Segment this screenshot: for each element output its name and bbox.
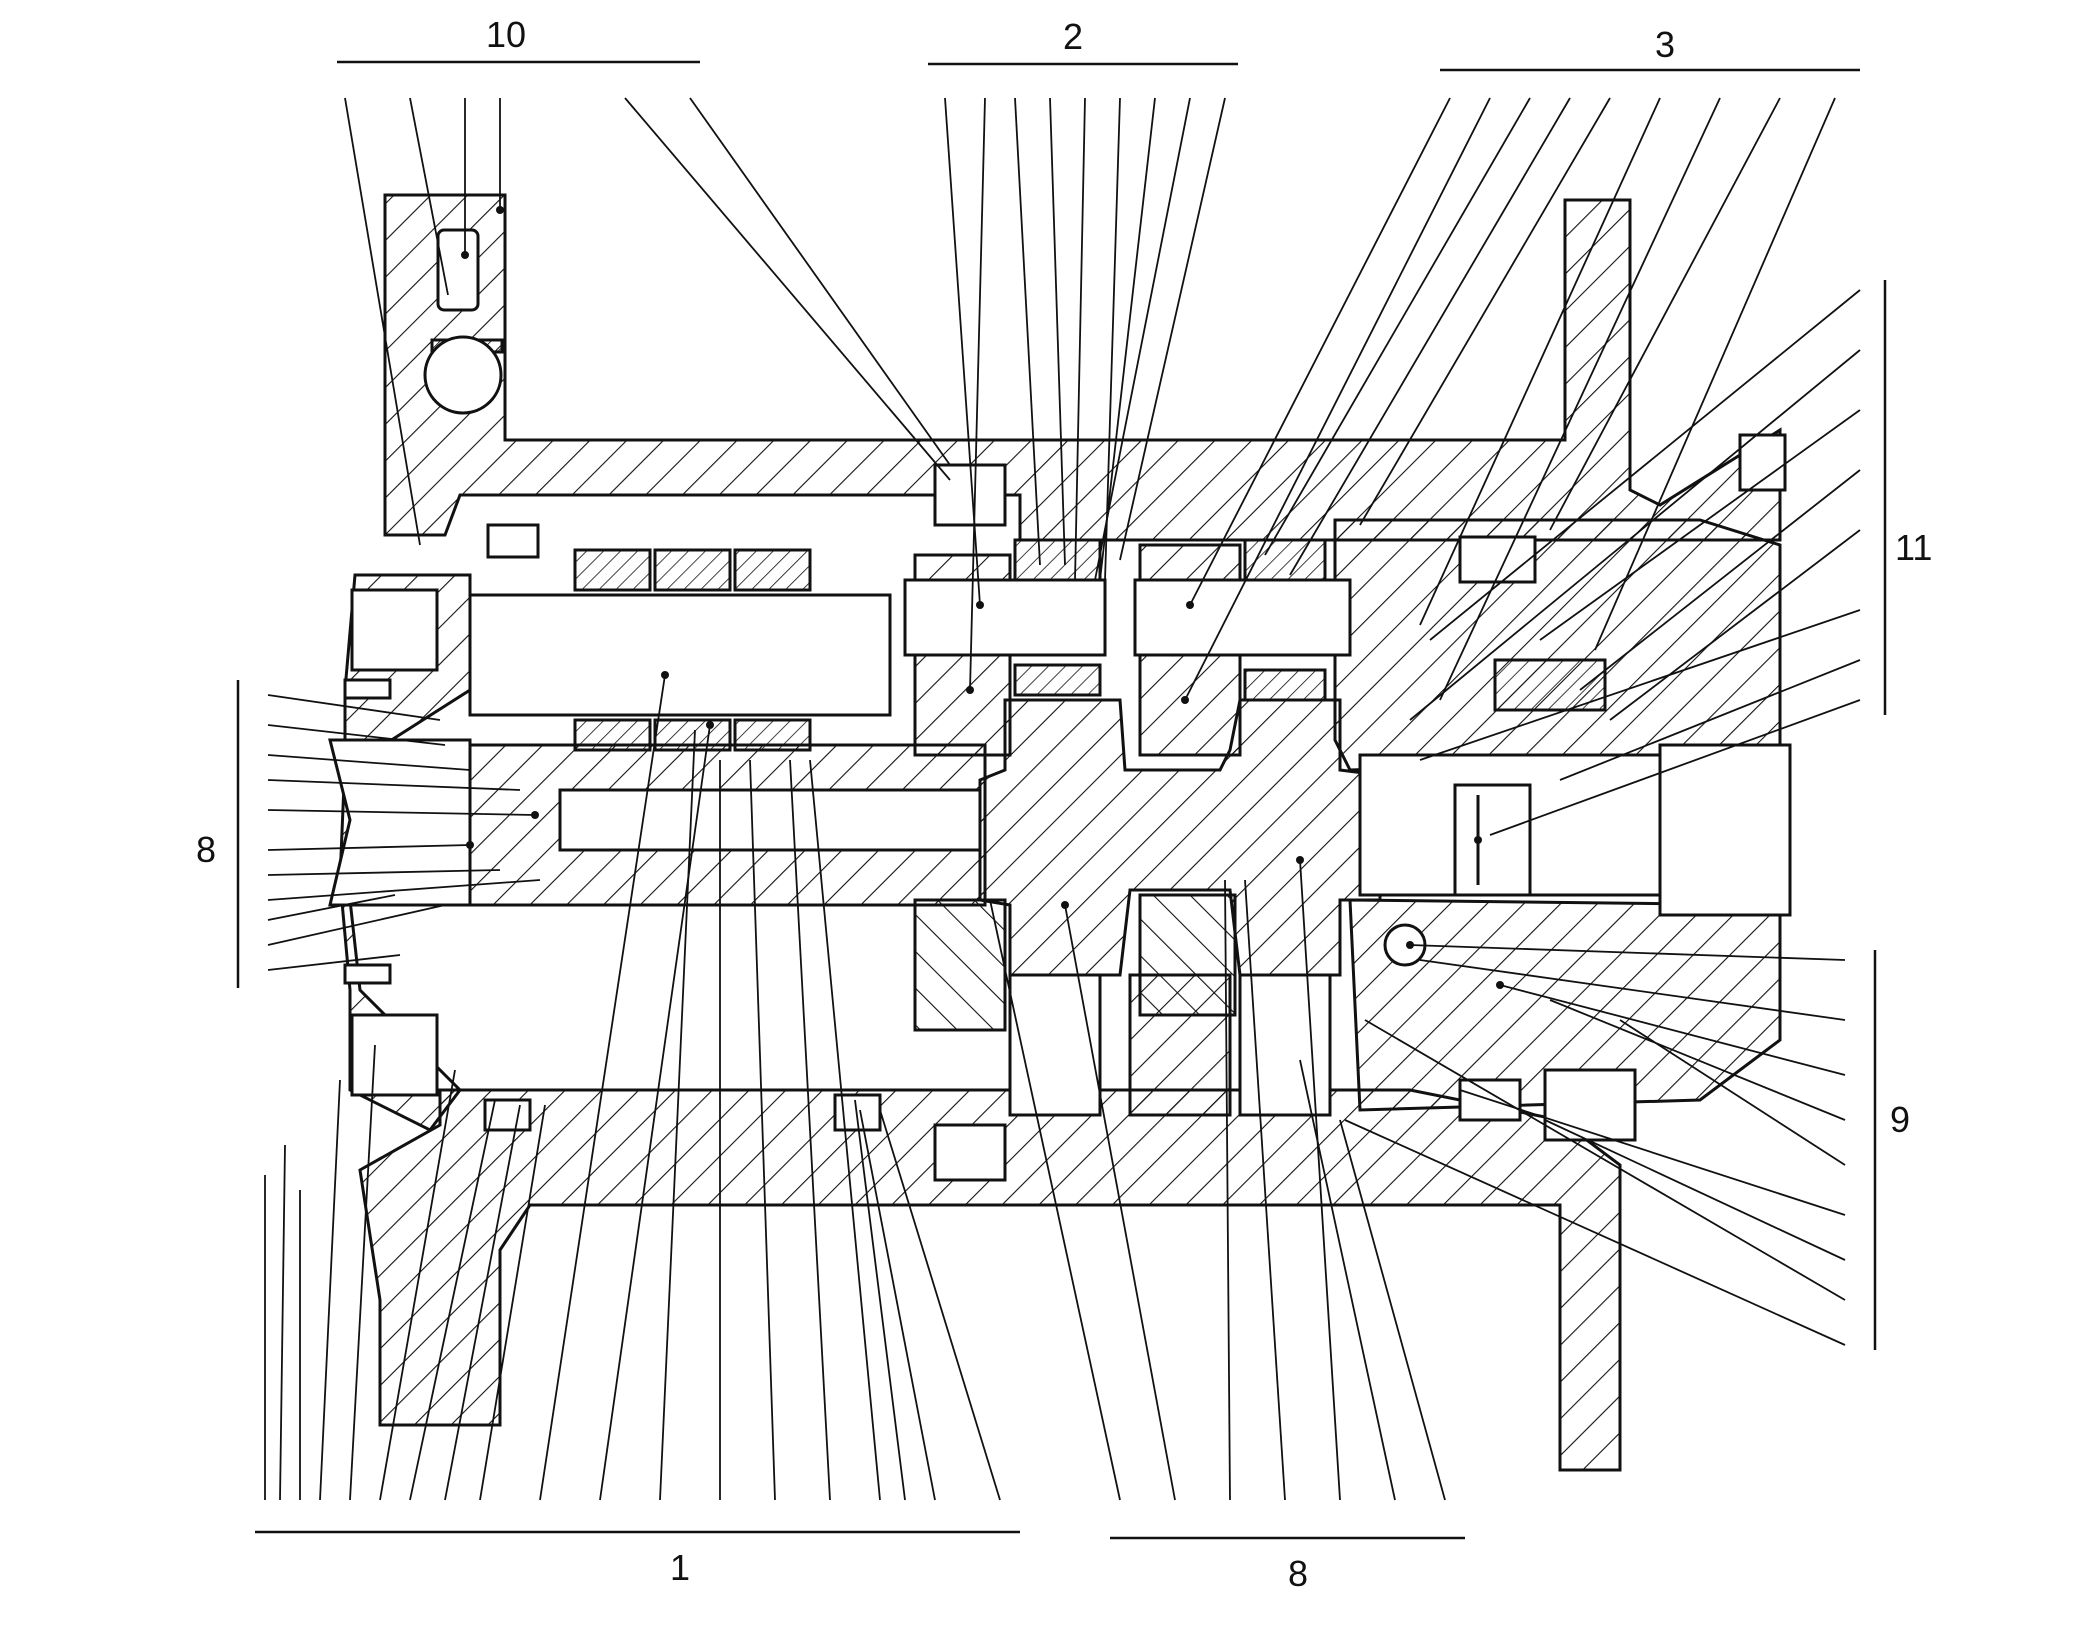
gear-2-race-bot xyxy=(1013,663,1102,697)
pin-boss-left xyxy=(350,588,439,672)
pin-stub-left-lower xyxy=(343,963,392,985)
gear-lower-4 xyxy=(1008,973,1102,1117)
input-assembly xyxy=(328,228,987,1132)
gear-2-bush-lower xyxy=(933,1123,1007,1182)
needle-roller-2 xyxy=(653,548,732,592)
label-1: 1 xyxy=(670,1547,690,1588)
gear-lower-5 xyxy=(1128,973,1232,1117)
planet-pin-left xyxy=(468,593,892,717)
output-window xyxy=(1658,743,1792,917)
label-8-bottom: 8 xyxy=(1288,1553,1308,1594)
shaft-bore xyxy=(558,788,982,852)
leader-dots xyxy=(461,206,1504,989)
label-9: 9 xyxy=(1890,1099,1910,1140)
right-seal-block xyxy=(1543,1068,1637,1142)
gear-2-bush xyxy=(933,463,1007,527)
gear-lower-1 xyxy=(913,898,1007,1032)
label-8-left: 8 xyxy=(196,829,216,870)
needle-roller-5 xyxy=(653,718,732,752)
label-10: 10 xyxy=(486,14,526,55)
right-hex-nut xyxy=(1738,433,1787,492)
gear-2-race-top xyxy=(1013,538,1102,582)
label-2: 2 xyxy=(1063,16,1083,57)
plug-upper xyxy=(436,228,480,312)
group-labels: 10 2 3 11 8 9 1 8 xyxy=(196,14,1932,1594)
pin-stub-left xyxy=(343,678,392,700)
gear-lower-3 xyxy=(1238,973,1332,1117)
gear-2-pin xyxy=(903,578,1107,657)
output-assembly xyxy=(1358,433,1792,1142)
label-3: 3 xyxy=(1655,24,1675,65)
needle-roller-1 xyxy=(573,548,652,592)
bearing-top-left xyxy=(486,523,540,559)
needle-roller-4 xyxy=(573,718,652,752)
gear-3-race-bot xyxy=(1243,668,1327,702)
gear-3-pin xyxy=(1133,578,1352,657)
right-bearing-mid xyxy=(1493,658,1607,712)
group-brackets xyxy=(236,60,1887,1540)
input-spline-end xyxy=(328,738,472,907)
housing-top-wall xyxy=(383,193,1782,542)
leader-lines xyxy=(264,97,1861,1501)
gear-3-race-top xyxy=(1243,538,1327,582)
needle-roller-3 xyxy=(733,548,812,592)
right-carrier xyxy=(1333,518,1782,772)
plug-ball xyxy=(423,335,503,415)
output-roller xyxy=(1453,783,1532,897)
label-11: 11 xyxy=(1895,527,1932,568)
pin-boss-left-lower xyxy=(350,1013,439,1097)
needle-roller-6 xyxy=(733,718,812,752)
